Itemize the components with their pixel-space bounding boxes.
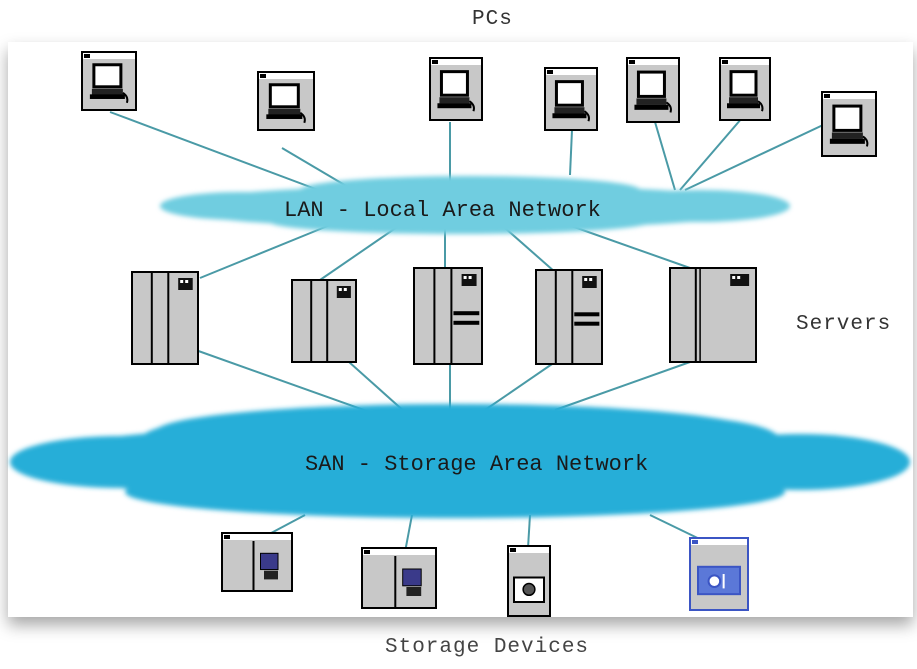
- server-group: [131, 267, 757, 365]
- pc-icon: [544, 67, 598, 131]
- pc-icon: [429, 57, 483, 121]
- pc-icon: [821, 91, 877, 157]
- pc-group: [81, 51, 877, 157]
- pc-icon: [257, 71, 315, 131]
- storage-device-icon: [689, 537, 749, 611]
- servers-caption: Servers: [796, 313, 892, 336]
- lan-server-links: [199, 221, 691, 281]
- san-label: SAN - Storage Area Network: [305, 452, 648, 477]
- server-icon: [669, 267, 757, 363]
- server-icon: [291, 279, 357, 363]
- pc-icon: [626, 57, 680, 123]
- storage-device-icon: [361, 547, 437, 609]
- server-icon: [535, 269, 603, 365]
- storage-device-icon: [507, 545, 551, 617]
- storage-group: [221, 532, 749, 617]
- server-icon: [413, 267, 483, 365]
- lan-cloud: [160, 176, 790, 234]
- storage-devices-caption: Storage Devices: [385, 636, 590, 659]
- pc-icon: [81, 51, 137, 111]
- pc-lan-links: [109, 111, 824, 201]
- server-icon: [131, 271, 199, 365]
- lan-label: LAN - Local Area Network: [284, 198, 601, 223]
- storage-device-icon: [221, 532, 293, 592]
- pcs-caption: PCs: [472, 8, 513, 31]
- san-cloud: [10, 404, 910, 518]
- pc-icon: [719, 57, 771, 121]
